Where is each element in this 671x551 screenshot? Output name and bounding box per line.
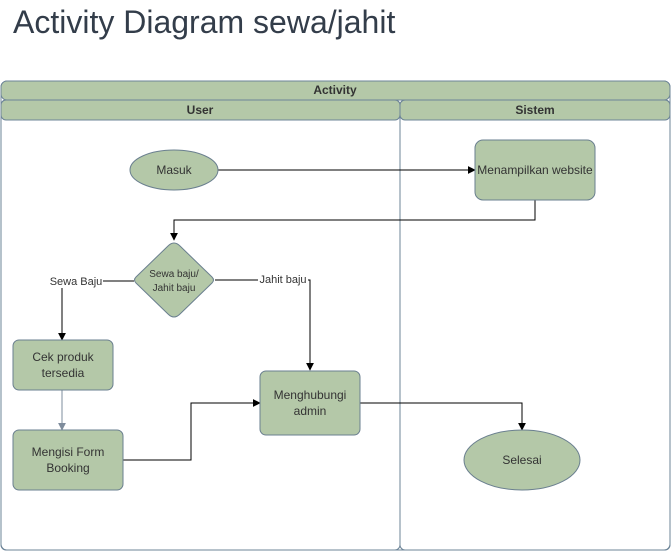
edge-label-jahit-bg — [258, 272, 308, 286]
edge-website-to-decision — [170, 200, 536, 241]
node-mengisi-form-label-1: Mengisi Form — [32, 445, 105, 459]
edge-admin-to-selesai — [360, 402, 526, 431]
lane-system-header — [399, 99, 671, 121]
node-selesai-label: Selesai — [502, 453, 541, 467]
edge-label-jahit: Jahit baju — [259, 274, 306, 286]
pool-title: Activity — [313, 83, 357, 97]
node-menghubungi-admin-label-1: Menghubungi — [274, 388, 347, 402]
node-cek-produk-label-1: Cek produk — [32, 350, 94, 364]
edges — [58, 166, 536, 461]
node-decision-label-1: Sewa baju/ — [149, 269, 199, 280]
node-menampilkan-website[interactable]: Menampilkan website — [474, 139, 596, 201]
lane-user-label: User — [187, 103, 214, 117]
edge-label-sewa-bg — [49, 274, 103, 288]
node-cek-produk[interactable]: Cek produk tersedia — [12, 339, 114, 391]
node-decision[interactable]: Sewa baju/ Jahit baju — [134, 242, 214, 318]
page-title: Activity Diagram sewa/jahit — [13, 4, 396, 40]
node-mengisi-form[interactable]: Mengisi Form Booking — [12, 429, 124, 491]
node-menampilkan-website-label: Menampilkan website — [477, 163, 593, 177]
node-menghubungi-admin[interactable]: Menghubungi admin — [259, 370, 361, 436]
node-selesai[interactable]: Selesai — [463, 429, 581, 491]
node-decision-label-2: Jahit baju — [153, 283, 196, 294]
edge-form-to-admin — [123, 399, 261, 461]
node-mengisi-form-label-2: Booking — [46, 461, 89, 475]
node-masuk[interactable]: Masuk — [129, 149, 219, 191]
edge-label-sewa: Sewa Baju — [50, 276, 103, 288]
node-menghubungi-admin-label-2: admin — [294, 404, 327, 418]
node-cek-produk-label-2: tersedia — [42, 366, 85, 380]
edge-decision-to-admin — [215, 279, 314, 371]
node-masuk-label: Masuk — [156, 163, 192, 177]
lane-system-label: Sistem — [515, 103, 554, 117]
